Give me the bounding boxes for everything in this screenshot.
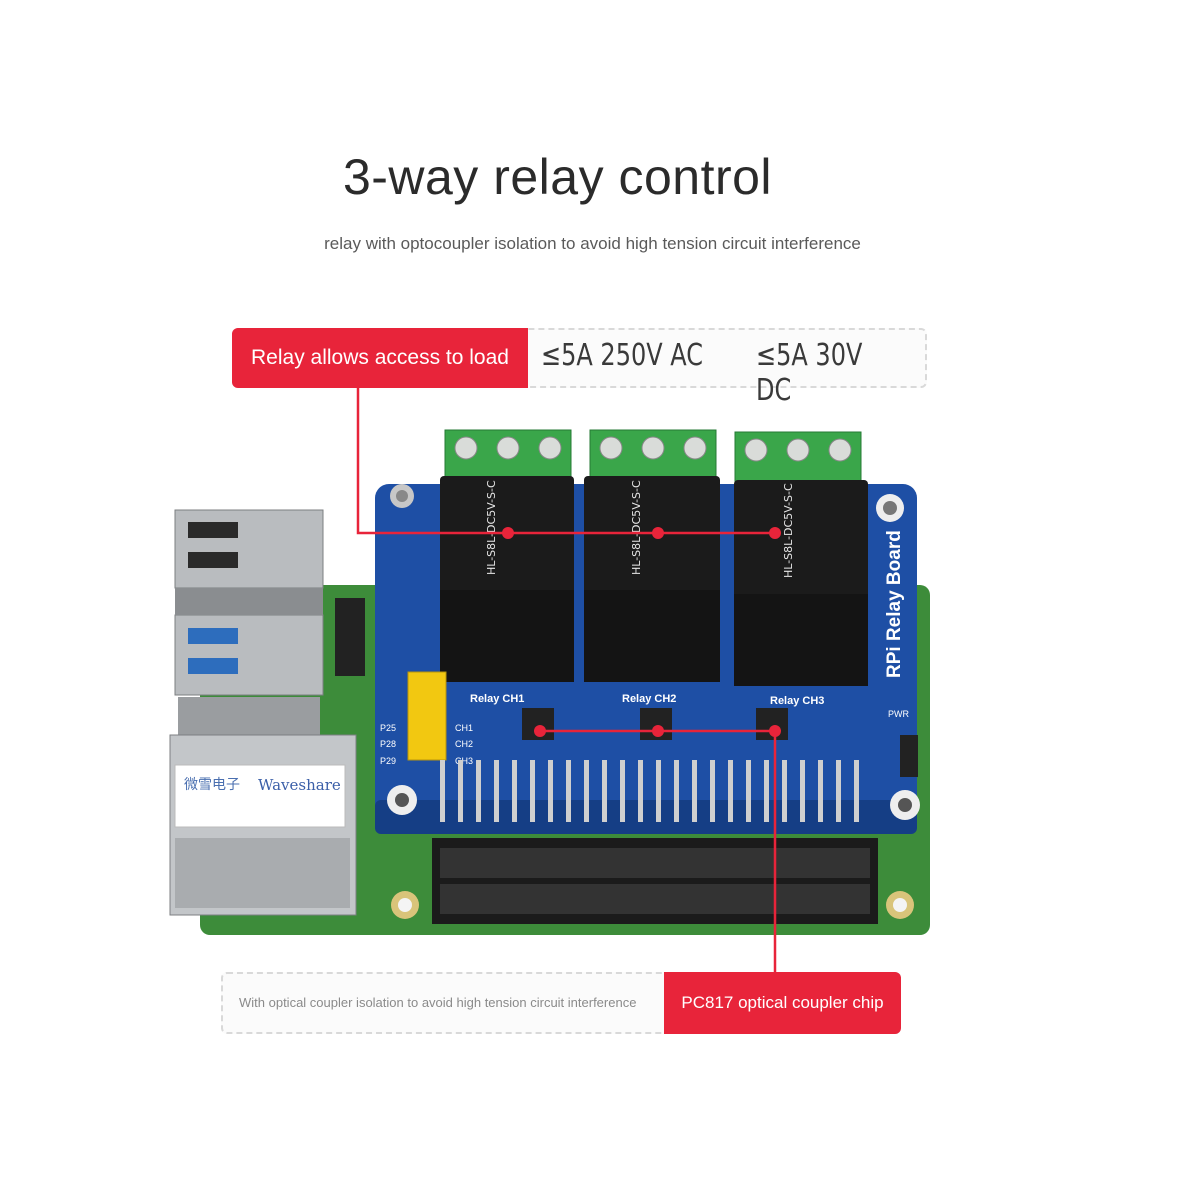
relay-model-2: HL-S8L-DC5V-S-C	[630, 480, 643, 575]
spec-ac: ≤5A 250V AC	[541, 338, 704, 373]
jumper-block	[407, 671, 447, 761]
relay-label-2: Relay CH2	[622, 693, 676, 705]
page-subtitle: relay with optocoupler isolation to avoi…	[324, 234, 861, 253]
optocoupler-label: PC817 optical coupler chip	[664, 972, 901, 1034]
svg-text:CH2: CH2	[455, 739, 473, 749]
svg-text:P25: P25	[380, 723, 396, 733]
relay-label-1: Relay CH1	[470, 693, 524, 705]
optocoupler-callout: With optical coupler isolation to avoid …	[221, 972, 901, 1034]
screw-terminals	[444, 429, 862, 485]
optocoupler-chips	[522, 708, 788, 740]
ethernet-port	[169, 734, 357, 916]
svg-text:P29: P29	[380, 756, 396, 766]
board-name: RPi Relay Board	[884, 530, 905, 678]
relay-model-3: HL-S8L-DC5V-S-C	[782, 483, 795, 578]
svg-text:CH3: CH3	[455, 756, 473, 766]
optocoupler-description: With optical coupler isolation to avoid …	[239, 995, 637, 1010]
svg-text:CH1: CH1	[455, 723, 473, 733]
ethernet-cn-label: 微雪电子	[184, 777, 240, 793]
page-title: 3-way relay control	[342, 149, 773, 205]
ethernet-brand-label: Waveshare	[258, 776, 341, 794]
relay-load-label: Relay allows access to load	[232, 328, 528, 388]
relay-model-1: HL-S8L-DC5V-S-C	[485, 480, 498, 575]
relay-load-callout: Relay allows access to load ≤5A 250V AC …	[232, 328, 927, 408]
usb-ports	[174, 509, 324, 735]
svg-text:P28: P28	[380, 739, 396, 749]
relay-label-3: Relay CH3	[770, 695, 824, 707]
spec-dc: ≤5A 30V DC	[756, 338, 863, 408]
pwr-label: PWR	[888, 709, 909, 719]
relays	[440, 476, 868, 686]
